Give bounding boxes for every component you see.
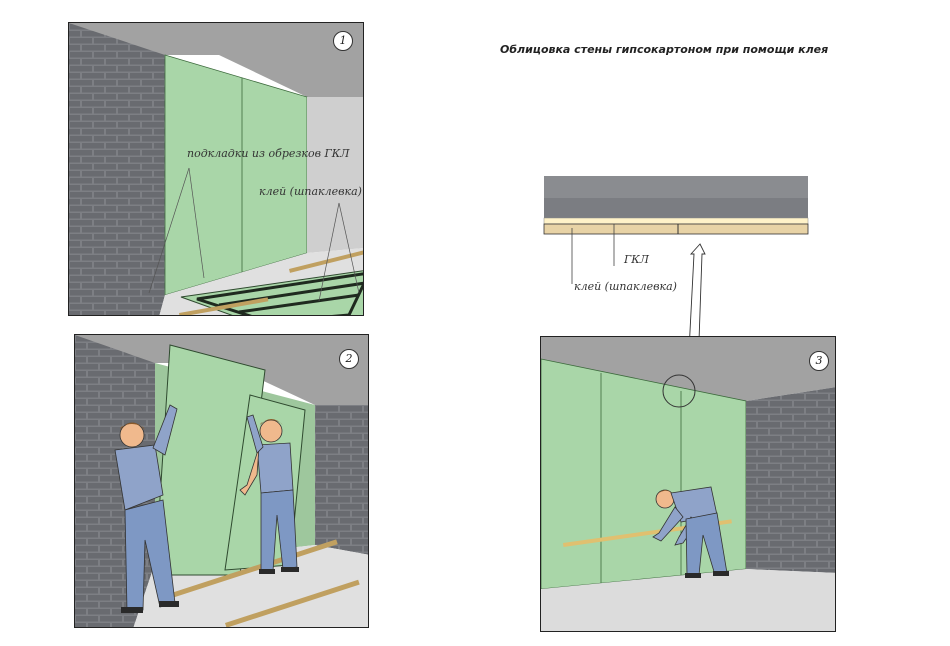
- glue-label: клей (шпаклевка): [259, 185, 362, 198]
- step-1-panel: 1 подкладки из обрезков ГКЛ клей (шпакле…: [68, 22, 364, 316]
- detail-glue-label: клей (шпаклевка): [574, 280, 677, 293]
- diagram-title: Облицовка стены гипсокартоном при помощи…: [500, 43, 829, 56]
- detail-cross-section: [543, 176, 809, 378]
- step-2-illustration: [75, 335, 368, 627]
- worker-bending: [652, 486, 729, 578]
- step-2-panel: 2: [74, 334, 369, 628]
- step-number-badge: 3: [809, 351, 829, 371]
- step-3-illustration: [541, 337, 835, 631]
- step-number-badge: 1: [333, 31, 353, 51]
- shims-label: подкладки из обрезков ГКЛ: [187, 147, 350, 160]
- step-1-illustration: [69, 23, 363, 315]
- worker-right: [239, 414, 299, 574]
- step-3-panel: 3: [540, 336, 836, 632]
- board-label: ГКЛ: [624, 253, 649, 266]
- worker-left: [114, 404, 179, 613]
- step-number-badge: 2: [339, 349, 359, 369]
